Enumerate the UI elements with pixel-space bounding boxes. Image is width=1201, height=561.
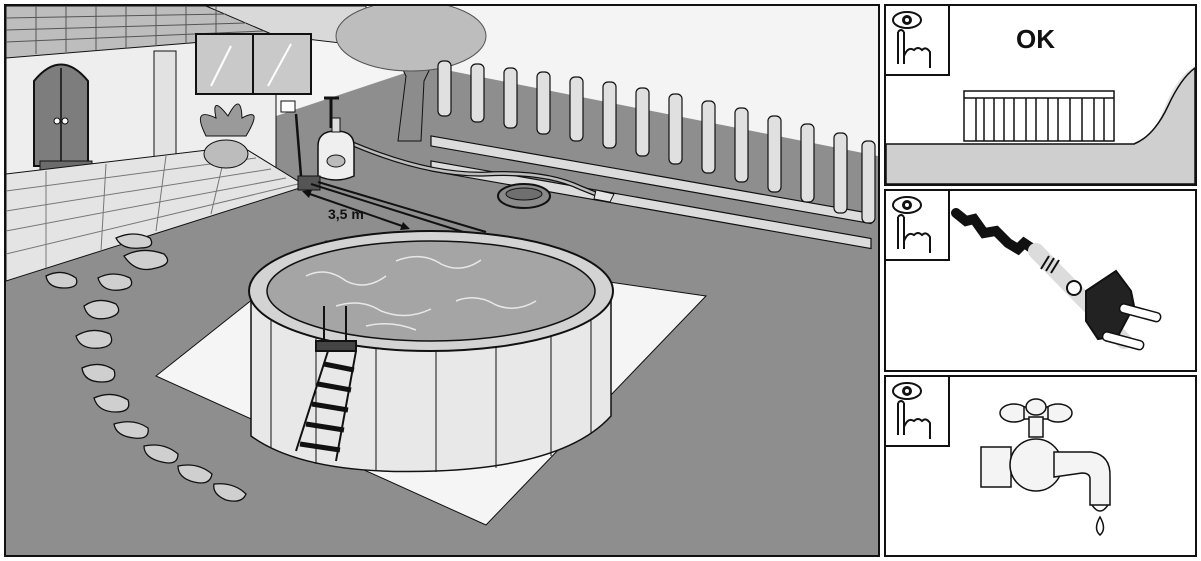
eye-finger-icon — [886, 377, 950, 447]
faucet-icon — [981, 399, 1110, 535]
panel-no-extension-cord — [884, 189, 1197, 372]
pool-installation-scene: 3,5 m — [4, 4, 880, 557]
panel-level-ground: OK — [884, 4, 1197, 186]
above-ground-pool — [249, 231, 613, 472]
eye-finger-icon — [886, 191, 950, 261]
pool-side-view — [964, 91, 1114, 141]
scene-drawing — [6, 6, 878, 555]
ok-label: OK — [1016, 24, 1055, 55]
plug-icon — [1067, 271, 1162, 351]
distance-label: 3,5 m — [328, 206, 364, 222]
eye-finger-icon — [886, 6, 950, 76]
window — [196, 34, 311, 94]
panel-water-tap — [884, 375, 1197, 557]
